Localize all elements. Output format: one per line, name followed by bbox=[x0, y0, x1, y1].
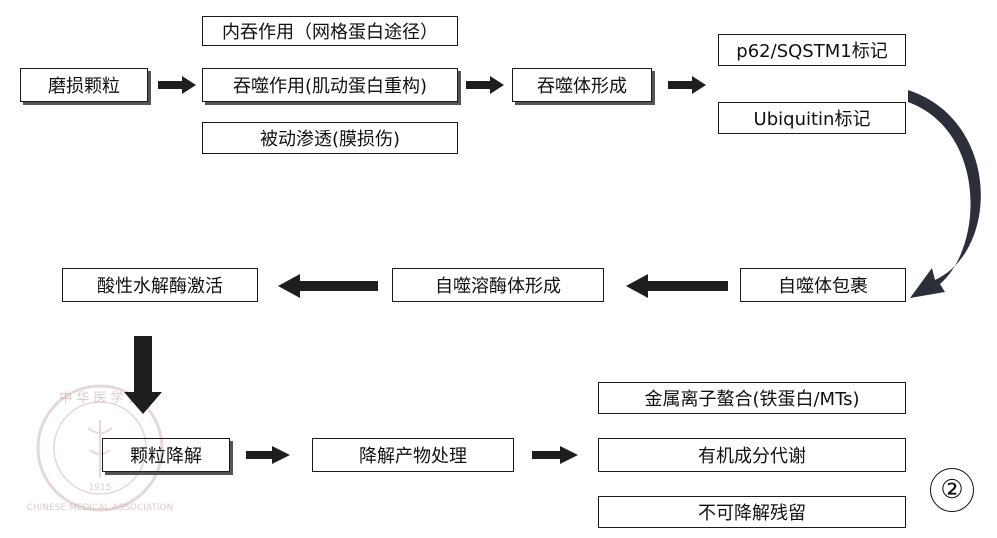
arrow-left-1 bbox=[626, 274, 728, 298]
box-autophagosome-wrap: 自噬体包裹 bbox=[740, 268, 906, 302]
arrow-curved bbox=[908, 90, 981, 298]
box-acid-hydrolase-activation: 酸性水解酶激活 bbox=[62, 268, 258, 302]
box-wear-particles: 磨损颗粒 bbox=[20, 68, 148, 102]
arrow-right-5 bbox=[532, 446, 578, 464]
panel-label: ② bbox=[930, 468, 974, 512]
box-ubiquitin-label: Ubiquitin标记 bbox=[718, 102, 906, 134]
box-phagocytosis: 吞噬作用(肌动蛋白重构) bbox=[202, 68, 458, 102]
watermark-year: 1915 bbox=[89, 483, 112, 493]
arrow-left-2 bbox=[278, 274, 378, 298]
box-nondegradable-residue: 不可降解残留 bbox=[598, 496, 906, 528]
arrow-down bbox=[124, 336, 162, 414]
arrow-right-4 bbox=[246, 446, 290, 464]
watermark-top-text: 中 华 医 学 会 bbox=[59, 390, 141, 406]
box-autolysosome-formation: 自噬溶酶体形成 bbox=[392, 268, 604, 302]
arrow-right-2 bbox=[466, 76, 504, 94]
arrow-right-1 bbox=[158, 76, 196, 94]
arrow-right-3 bbox=[668, 76, 706, 94]
box-phagosome-formation: 吞噬体形成 bbox=[512, 68, 652, 102]
watermark-bottom-text: CHINESE MEDICAL ASSOCIATION bbox=[27, 503, 174, 513]
box-p62-label: p62/SQSTM1标记 bbox=[718, 34, 906, 66]
box-endocytosis: 内吞作用（网格蛋白途径） bbox=[202, 16, 458, 46]
box-passive-permeation: 被动渗透(膜损伤) bbox=[202, 122, 458, 154]
box-particle-degradation: 颗粒降解 bbox=[102, 438, 230, 472]
box-organic-metabolism: 有机成分代谢 bbox=[598, 438, 906, 472]
box-degradation-product-processing: 降解产物处理 bbox=[312, 438, 514, 472]
box-metal-chelation: 金属离子螯合(铁蛋白/MTs) bbox=[598, 382, 906, 414]
